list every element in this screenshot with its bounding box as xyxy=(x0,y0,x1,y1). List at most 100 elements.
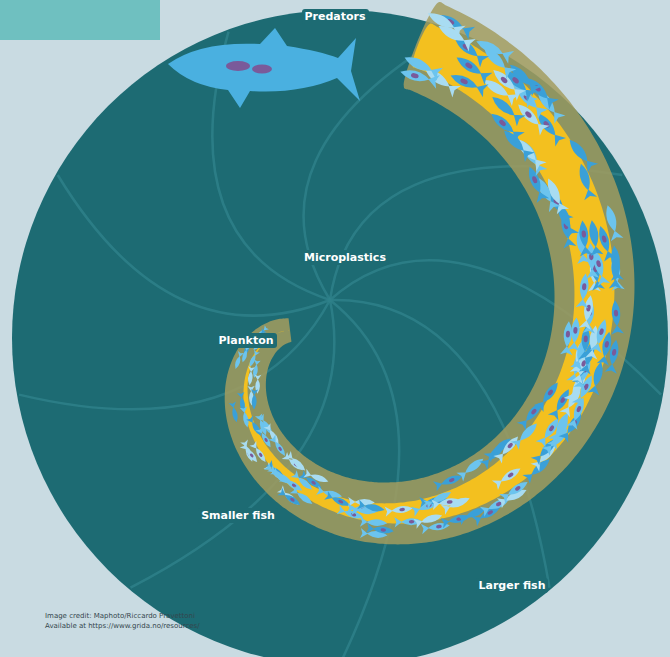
fish-icon xyxy=(269,435,289,459)
microplastic-dot xyxy=(447,500,453,504)
fish-icon xyxy=(324,491,352,510)
microplastic-dot xyxy=(507,442,514,449)
fish-body xyxy=(277,488,302,509)
fish-icon xyxy=(493,433,522,464)
fish-icon xyxy=(564,135,598,172)
microplastic-dot xyxy=(548,425,555,432)
fish-icon xyxy=(303,469,330,486)
microplastic-dot xyxy=(586,304,591,311)
fish-body xyxy=(324,491,352,510)
illustration-label: Larger fish xyxy=(476,578,549,593)
shark-body xyxy=(168,28,360,108)
fish-body xyxy=(360,517,388,528)
fish-icon xyxy=(246,366,255,385)
fish-icon xyxy=(492,464,524,490)
fish-body xyxy=(263,423,282,446)
microplastic-dot xyxy=(547,389,554,397)
microplastic-dot xyxy=(464,61,473,69)
fish-icon xyxy=(487,108,525,143)
microplastic-dot xyxy=(498,119,507,127)
fish-body xyxy=(232,351,244,370)
fish-body xyxy=(558,410,586,443)
fish-icon xyxy=(590,318,611,354)
microplastic-dot xyxy=(531,175,538,183)
credit-note: Available at https://www.grida.no/resour… xyxy=(45,622,200,630)
microplastic-dot xyxy=(599,328,605,336)
fish-icon xyxy=(608,245,624,281)
fish-icon xyxy=(567,317,582,352)
microplastic-dot xyxy=(511,76,520,85)
fish-icon xyxy=(240,406,252,428)
header-strip xyxy=(0,0,160,40)
fish-body xyxy=(290,486,315,508)
fish-icon xyxy=(366,523,394,536)
microplastic-dot xyxy=(566,331,571,338)
fish-body xyxy=(269,435,289,459)
fish-body xyxy=(424,7,465,38)
fish-body xyxy=(229,401,241,423)
fish-body xyxy=(246,366,255,385)
microplastic-dot xyxy=(380,528,386,532)
fish-icon xyxy=(534,379,563,412)
fish-icon xyxy=(360,528,388,540)
fish-icon xyxy=(488,92,526,127)
fish-body xyxy=(587,360,607,395)
fish-body xyxy=(601,204,623,242)
microplastic-dot xyxy=(290,497,296,502)
microplastic-dot xyxy=(576,405,582,412)
fish-icon xyxy=(357,500,385,515)
fish-body xyxy=(567,317,582,352)
fish-body xyxy=(609,300,624,335)
microplastic-blob xyxy=(252,65,272,74)
fish-body xyxy=(249,441,269,464)
microplastic-dot xyxy=(612,349,617,356)
fish-body xyxy=(250,389,258,409)
microplastic-dot xyxy=(264,437,269,442)
fish-body xyxy=(608,245,624,281)
fish-body xyxy=(534,379,563,412)
fish-body xyxy=(576,220,593,257)
fish-body xyxy=(564,135,598,172)
microplastic-dot xyxy=(582,283,587,290)
fish-icon xyxy=(532,174,561,212)
fish-icon xyxy=(232,351,244,370)
fish-icon xyxy=(587,360,607,395)
fish-icon xyxy=(456,455,486,482)
illustration-label: Plankton xyxy=(216,333,277,348)
fish-icon xyxy=(413,510,443,528)
fish-body xyxy=(488,92,526,127)
fish-icon xyxy=(441,493,472,514)
fish-body xyxy=(492,464,524,490)
illustration-label: Microplastics xyxy=(301,250,389,265)
credit-note: Image credit: Maphoto/Riccardo Pravetton… xyxy=(45,612,195,620)
microplastic-dot xyxy=(596,260,602,268)
microplastic-dot xyxy=(573,327,578,334)
microplastic-dot xyxy=(604,341,609,348)
microplastic-dot xyxy=(338,499,344,504)
fish-icon xyxy=(360,517,388,528)
fish-icon xyxy=(558,410,586,443)
microplastic-dot xyxy=(399,508,405,512)
fish-body xyxy=(493,433,522,464)
fish-body xyxy=(413,510,443,528)
microplastic-dot xyxy=(601,235,607,243)
fish-icon xyxy=(250,389,258,409)
microplastic-dot xyxy=(291,483,297,488)
fish-body xyxy=(303,469,330,486)
fish-icon xyxy=(402,51,443,81)
fish-icon xyxy=(609,300,624,335)
fish-icon xyxy=(285,451,308,474)
fish-icon xyxy=(247,350,260,368)
fish-body xyxy=(487,108,525,143)
microplastic-dot xyxy=(448,477,455,482)
fish-body xyxy=(579,294,597,330)
fish-icon xyxy=(249,441,269,464)
current-arm xyxy=(19,300,330,409)
fish-body xyxy=(357,500,385,515)
fish-body xyxy=(256,426,275,449)
microplastic-dot xyxy=(524,110,533,119)
fish-icon xyxy=(605,339,623,374)
fish-icon xyxy=(499,126,535,162)
fish-icon xyxy=(424,7,465,38)
